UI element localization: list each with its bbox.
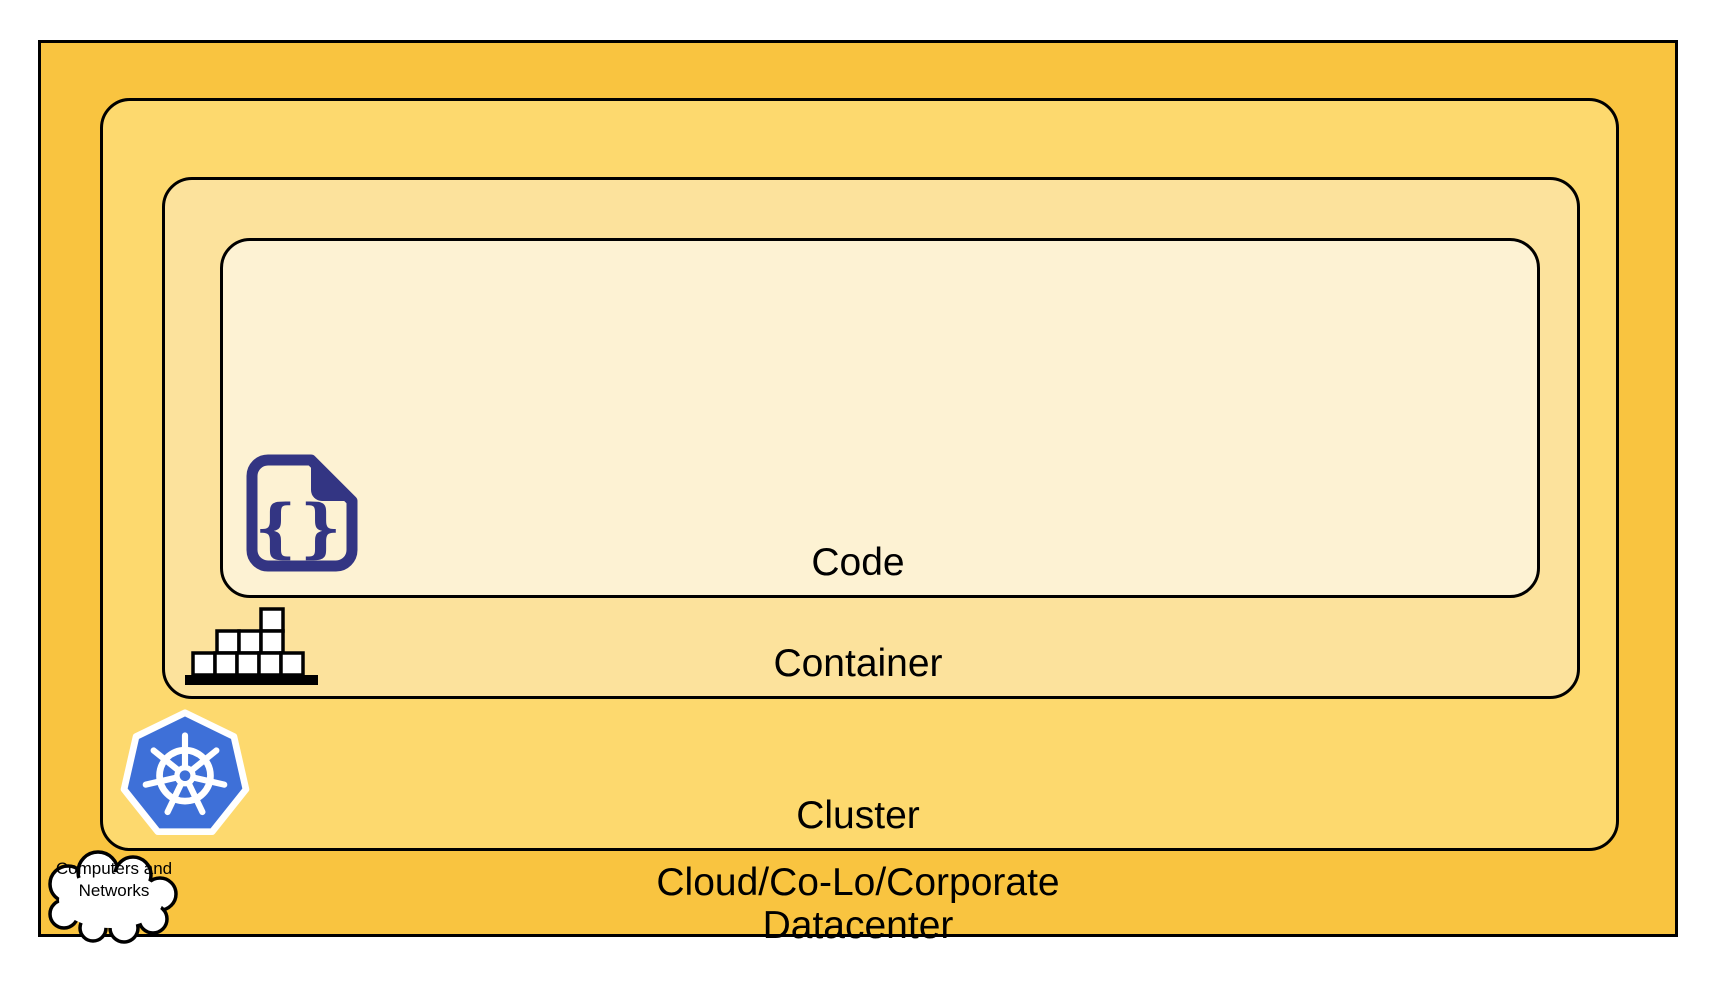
cloud-datacenter-label: Cloud/Co-Lo/Corporate Datacenter: [38, 861, 1678, 947]
cloud-icon: [48, 850, 178, 944]
cloud-callout-line1: Computers and: [55, 859, 173, 878]
cloud-datacenter-label-line1: Cloud/Co-Lo/Corporate: [656, 861, 1060, 904]
container-label: Container: [773, 642, 943, 685]
cloud-datacenter-label-line2: Datacenter: [762, 904, 954, 947]
container-stack-icon: [185, 607, 318, 685]
svg-text:{}: {}: [255, 491, 345, 566]
cloud-callout-text: Computers and Networks: [38, 858, 190, 902]
kubernetes-helm-icon: [120, 709, 250, 836]
cloud-callout-line2: Networks: [78, 881, 150, 900]
code-file-icon: {}: [246, 454, 358, 572]
cluster-label: Cluster: [796, 794, 920, 837]
code-label: Code: [811, 541, 905, 584]
layer-code: [220, 238, 1540, 598]
